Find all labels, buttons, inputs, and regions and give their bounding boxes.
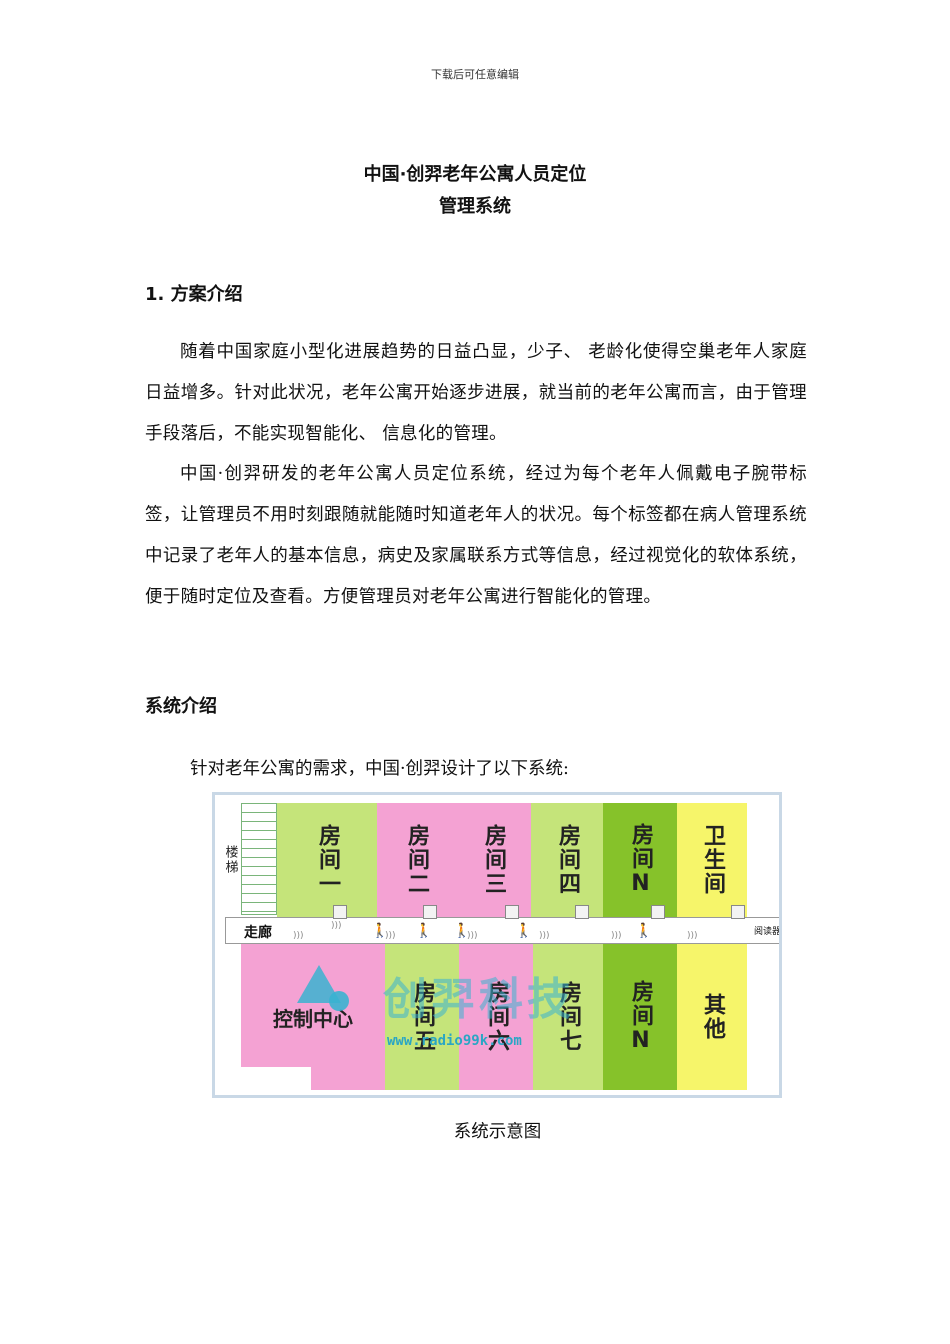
bathroom: 卫生间 — [677, 803, 747, 917]
paragraph-intro: 随着中国家庭小型化进展趋势的日益凸显，少子、 老龄化使得空巢老年人家庭日益增多。… — [145, 342, 807, 444]
lead-text: 针对老年公寓的需求，中国·创羿设计了以下系统: — [190, 759, 569, 779]
section1-heading: 1. 方案介绍 — [145, 284, 243, 305]
person-icon: 🚶 — [415, 923, 433, 939]
reader-icon — [731, 905, 745, 919]
room-5: 房间五 — [385, 944, 460, 1090]
control-center: 控制中心 — [241, 944, 386, 1090]
document-title-line1: 中国·创羿老年公寓人员定位 — [363, 164, 587, 185]
figure-caption: 系统示意图 — [453, 1122, 542, 1142]
signal-icon: ))) — [467, 931, 478, 941]
room-n-bottom: 房间N — [603, 944, 678, 1090]
corner-notch — [241, 1067, 311, 1095]
reader-icon — [505, 905, 519, 919]
document-title-line2: 管理系统 — [439, 196, 511, 217]
reader-icon — [651, 905, 665, 919]
room-3: 房间三 — [455, 803, 532, 917]
other-room: 其他 — [677, 944, 747, 1090]
signal-icon: ))) — [331, 921, 342, 931]
system-diagram: 楼梯 房间一 房间二 房间三 房间四 房间N 卫生间 走廊 阅读器 ))) ))… — [212, 792, 782, 1098]
page-header: 下载后可任意编辑 — [431, 68, 519, 81]
room-n-top: 房间N — [603, 803, 678, 917]
reader-icon — [333, 905, 347, 919]
signal-icon: ))) — [385, 931, 396, 941]
paragraph-system: 中国·创羿研发的老年公寓人员定位系统，经过为每个老年人佩戴电子腕带标签，让管理员… — [145, 464, 807, 607]
room-6: 房间六 — [459, 944, 534, 1090]
signal-icon: ))) — [611, 931, 622, 941]
signal-icon: ))) — [687, 931, 698, 941]
watermark-text: 创羿科技 — [383, 974, 575, 1025]
person-icon: 🚶 — [635, 923, 653, 939]
room-2: 房间二 — [377, 803, 456, 917]
reader-label: 阅读器 — [753, 927, 781, 937]
corridor-label: 走廊 — [244, 925, 272, 941]
logo-circle-icon — [329, 991, 349, 1011]
room-1: 房间一 — [277, 803, 378, 917]
person-icon: 🚶 — [515, 923, 533, 939]
stairs-block — [241, 803, 277, 915]
person-icon: 🚶 — [453, 923, 471, 939]
signal-icon: ))) — [539, 931, 550, 941]
person-icon: 🚶 — [371, 923, 389, 939]
room-4: 房间四 — [531, 803, 604, 917]
signal-icon: ))) — [293, 931, 304, 941]
watermark-url: www.radio99k.com — [387, 1033, 522, 1049]
reader-icon — [575, 905, 589, 919]
stairs-label: 楼梯 — [222, 845, 238, 875]
reader-icon — [423, 905, 437, 919]
section2-heading: 系统介绍 — [145, 696, 217, 717]
corridor: 走廊 阅读器 — [225, 917, 781, 944]
